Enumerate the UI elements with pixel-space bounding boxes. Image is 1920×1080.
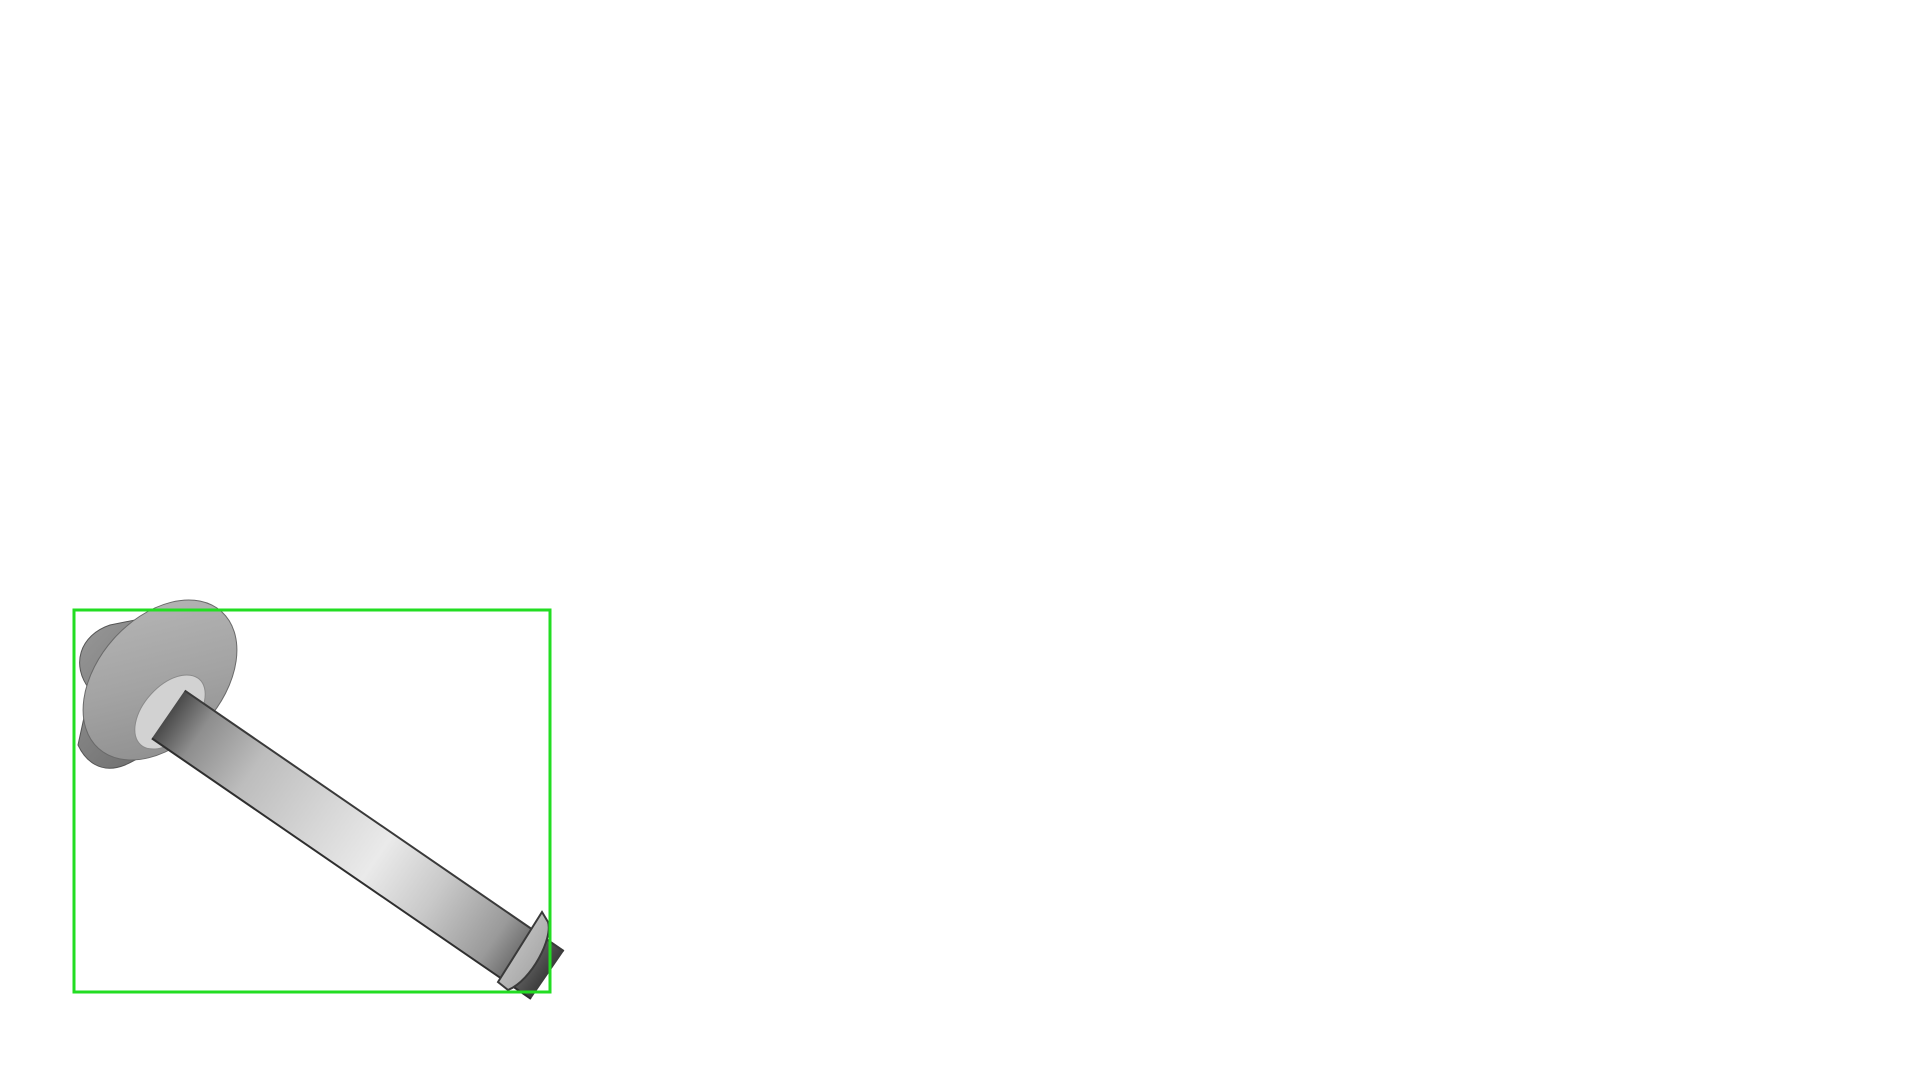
bolt-icon[interactable]: [52, 570, 565, 1000]
selection-box[interactable]: [72, 608, 552, 994]
bolt-tip: [496, 910, 550, 992]
bolt-shaft: [151, 690, 564, 999]
